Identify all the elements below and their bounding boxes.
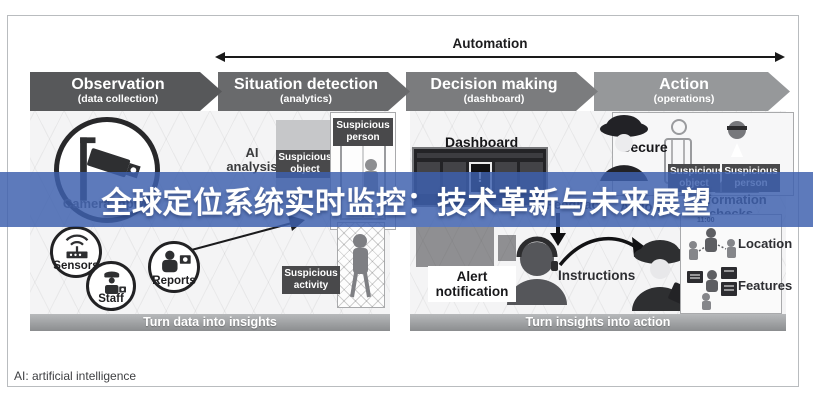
automation-arrow-line — [224, 56, 776, 58]
stage-title: Action — [659, 76, 709, 94]
stage-subtitle: (dashboard) — [463, 93, 525, 106]
arrow-left-icon — [215, 52, 225, 62]
stage-title: Situation detection — [234, 76, 378, 94]
sensors-badge: Sensors — [50, 226, 102, 278]
operator-icon — [507, 236, 567, 305]
arrow-right-icon — [775, 52, 785, 62]
sensors-icon — [65, 234, 89, 259]
stage-subtitle: (data collection) — [77, 93, 159, 106]
stage-title: Decision making — [430, 76, 558, 94]
climbing-person-icon — [350, 234, 371, 298]
screen-header-strip — [417, 153, 543, 158]
sensors-label: Sensors — [53, 260, 99, 272]
features-label: Features — [738, 278, 793, 293]
staff-badge: Staff — [86, 261, 136, 311]
left-footer-bar: Turn data into insights — [30, 314, 390, 331]
building-block — [498, 235, 516, 261]
location-diagram-icon — [689, 228, 736, 260]
reports-badge: Reports — [148, 241, 200, 293]
stage-observation: Observation (data collection) — [30, 72, 222, 111]
alert-notification-box: Alert notification — [428, 266, 516, 303]
reports-icon — [162, 250, 191, 273]
reports-label: Reports — [152, 275, 196, 287]
location-label: Location — [738, 236, 793, 251]
staff-label: Staff — [98, 293, 124, 305]
stage-situation-detection: Situation detection (analytics) — [218, 72, 410, 111]
stage-title: Observation — [71, 76, 165, 94]
right-footer-bar: Turn insights into action — [410, 314, 786, 331]
suspicious-activity-chip: Suspicious activity — [282, 266, 340, 294]
ai-footnote: AI: artificial intelligence — [14, 369, 137, 383]
stage-action: Action (operations) — [594, 72, 790, 111]
checks-panel: 11:00 Location Features — [680, 214, 792, 314]
automation-label: Automation — [452, 36, 528, 51]
stage-decision-making: Decision making (dashboard) — [406, 72, 598, 111]
suspicious-person-chip: Suspicious person — [333, 118, 393, 146]
building-block — [416, 227, 494, 267]
stage-subtitle: (operations) — [653, 93, 715, 106]
title-banner: 全球定位系统实时监控：技术革新与未来展望 — [0, 172, 813, 227]
instructions-label: Instructions — [558, 268, 636, 283]
ai-analysis-label: AI analysis — [226, 145, 278, 175]
suspicious-activity-panel — [337, 222, 385, 308]
dashboard-label: Dashboard — [445, 134, 519, 150]
staff-icon — [104, 271, 126, 294]
action-officer-icon — [600, 115, 648, 181]
stage-subtitle: (analytics) — [280, 93, 332, 106]
banner-title: 全球定位系统实时监控：技术革新与未来展望 — [101, 186, 712, 220]
features-diagram-icon — [687, 267, 737, 310]
